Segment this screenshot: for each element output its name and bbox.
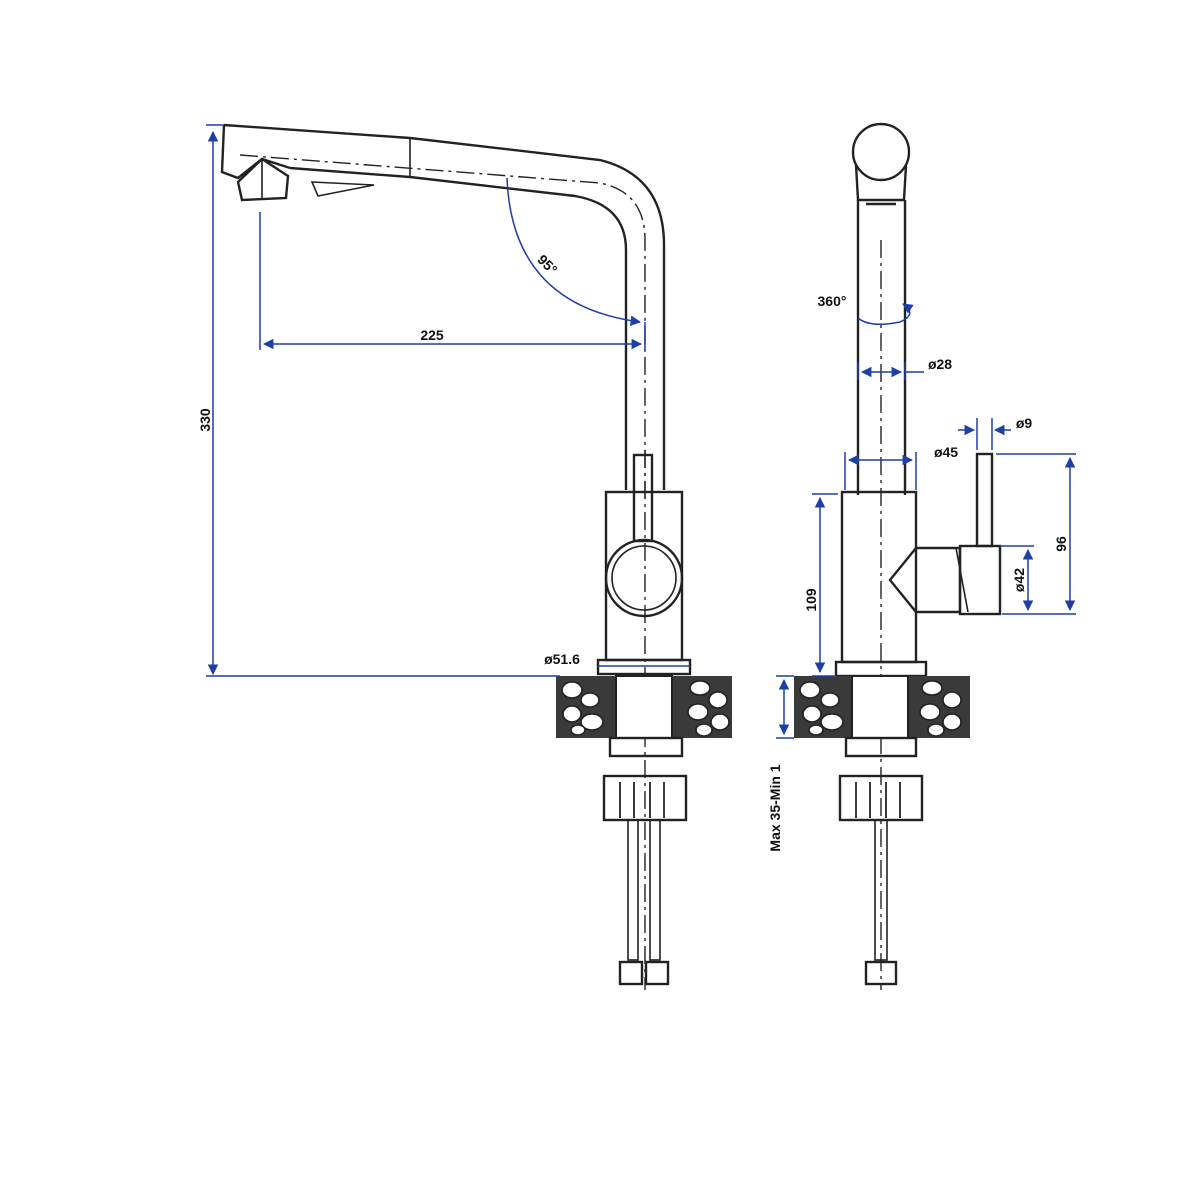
dim-28-label: ø28 <box>928 356 952 372</box>
hose-1 <box>627 819 639 961</box>
spout-outline <box>223 123 666 490</box>
hose-2 <box>649 819 661 961</box>
dim-51-label: ø51.6 <box>544 651 580 667</box>
hose-nut-1 <box>618 960 644 986</box>
mount-shank-left <box>608 736 684 758</box>
dim-45-label: ø45 <box>934 444 958 460</box>
body-left <box>604 490 684 662</box>
aerator <box>854 164 908 202</box>
spout-head <box>851 122 911 182</box>
dim-109-label: 109 <box>803 588 819 612</box>
dim-95-label: 95° <box>534 251 560 277</box>
front-view: 360° ø28 ø45 ø9 96 ø42 109 <box>767 122 1076 990</box>
dim-360-arc <box>857 303 914 325</box>
side-view: 330 225 95° ø51.6 <box>197 123 732 990</box>
dim-330-label: 330 <box>197 408 213 432</box>
dim-225-label: 225 <box>420 327 444 343</box>
hose-front <box>874 819 888 961</box>
spray-head <box>236 157 290 202</box>
hose-nut-front <box>864 960 898 986</box>
handle-hub <box>604 538 684 618</box>
dim-360-label: 360° <box>818 293 847 309</box>
dim-95-arc <box>506 177 642 326</box>
mount-nut-left <box>602 774 688 822</box>
handle-hub-ring <box>611 545 677 611</box>
countertop-left <box>556 675 732 739</box>
mount-shank-right <box>844 736 918 758</box>
body-front <box>840 490 918 664</box>
spray-button <box>310 181 375 197</box>
spout-tip <box>220 124 291 180</box>
countertop-right <box>794 675 970 739</box>
dim-42-label: ø42 <box>1011 568 1027 592</box>
dim-9-label: ø9 <box>1016 415 1033 431</box>
handle-hub-side <box>888 546 962 614</box>
spout-inner-outline <box>289 166 628 490</box>
spout-centerline <box>239 154 646 500</box>
base-ring-left <box>596 658 692 676</box>
hose-nut-2 <box>644 960 670 986</box>
dim-counter-label: Max 35-Min 1 <box>767 764 783 851</box>
dim-96-label: 96 <box>1053 536 1069 552</box>
lever-left <box>632 453 654 543</box>
lever-front <box>975 452 994 548</box>
